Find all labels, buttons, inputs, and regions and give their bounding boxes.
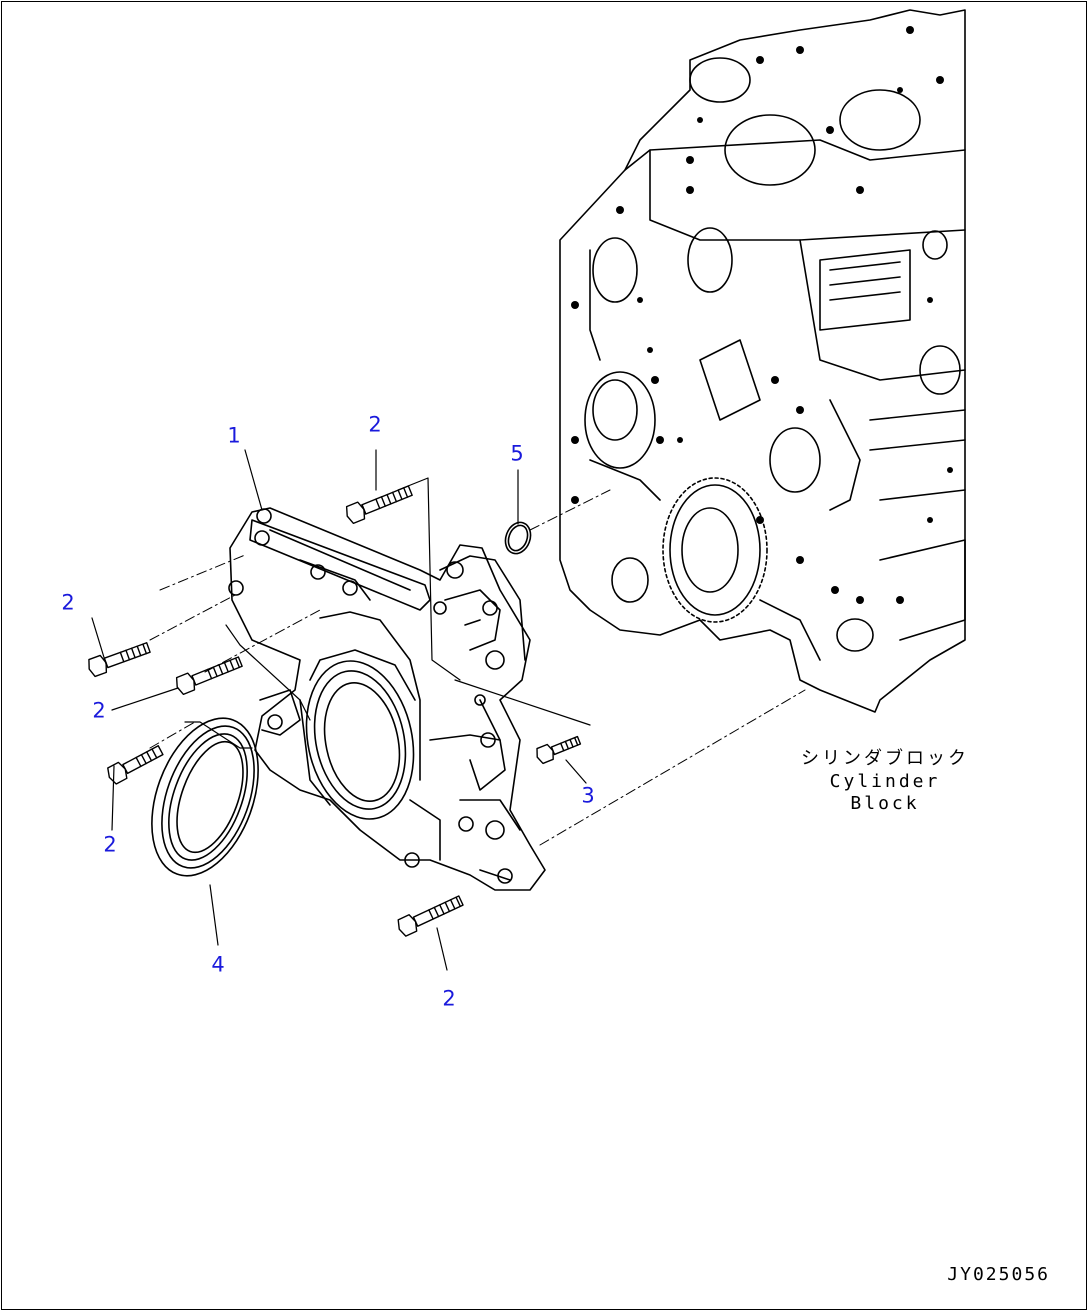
callout-2-left-lower[interactable]: 2 — [103, 832, 117, 857]
cylinder-block-label: シリンダブロック Cylinder Block — [790, 748, 980, 816]
callout-4[interactable]: 4 — [211, 952, 225, 977]
callout-2-left-upper[interactable]: 2 — [61, 590, 75, 615]
callout-1[interactable]: 1 — [227, 423, 241, 448]
cylinder-block-label-jp: シリンダブロック — [801, 748, 969, 769]
callout-2-left-middle[interactable]: 2 — [92, 698, 106, 723]
leader-lines — [91, 449, 591, 971]
callout-2-top[interactable]: 2 — [368, 412, 382, 437]
callout-3[interactable]: 3 — [581, 783, 595, 808]
callout-2-bottom[interactable]: 2 — [442, 986, 456, 1011]
o-ring-drawing — [504, 521, 532, 555]
front-cover-drawing — [228, 507, 546, 891]
alignment-lines — [149, 489, 806, 846]
cylinder-block-label-en: Cylinder Block — [829, 770, 941, 815]
bolts-drawing — [88, 485, 582, 937]
cylinder-block-drawing — [559, 9, 966, 713]
drawing-id: JY025056 — [947, 1264, 1050, 1285]
oil-seal-drawing — [151, 717, 259, 877]
callout-5[interactable]: 5 — [510, 441, 524, 466]
